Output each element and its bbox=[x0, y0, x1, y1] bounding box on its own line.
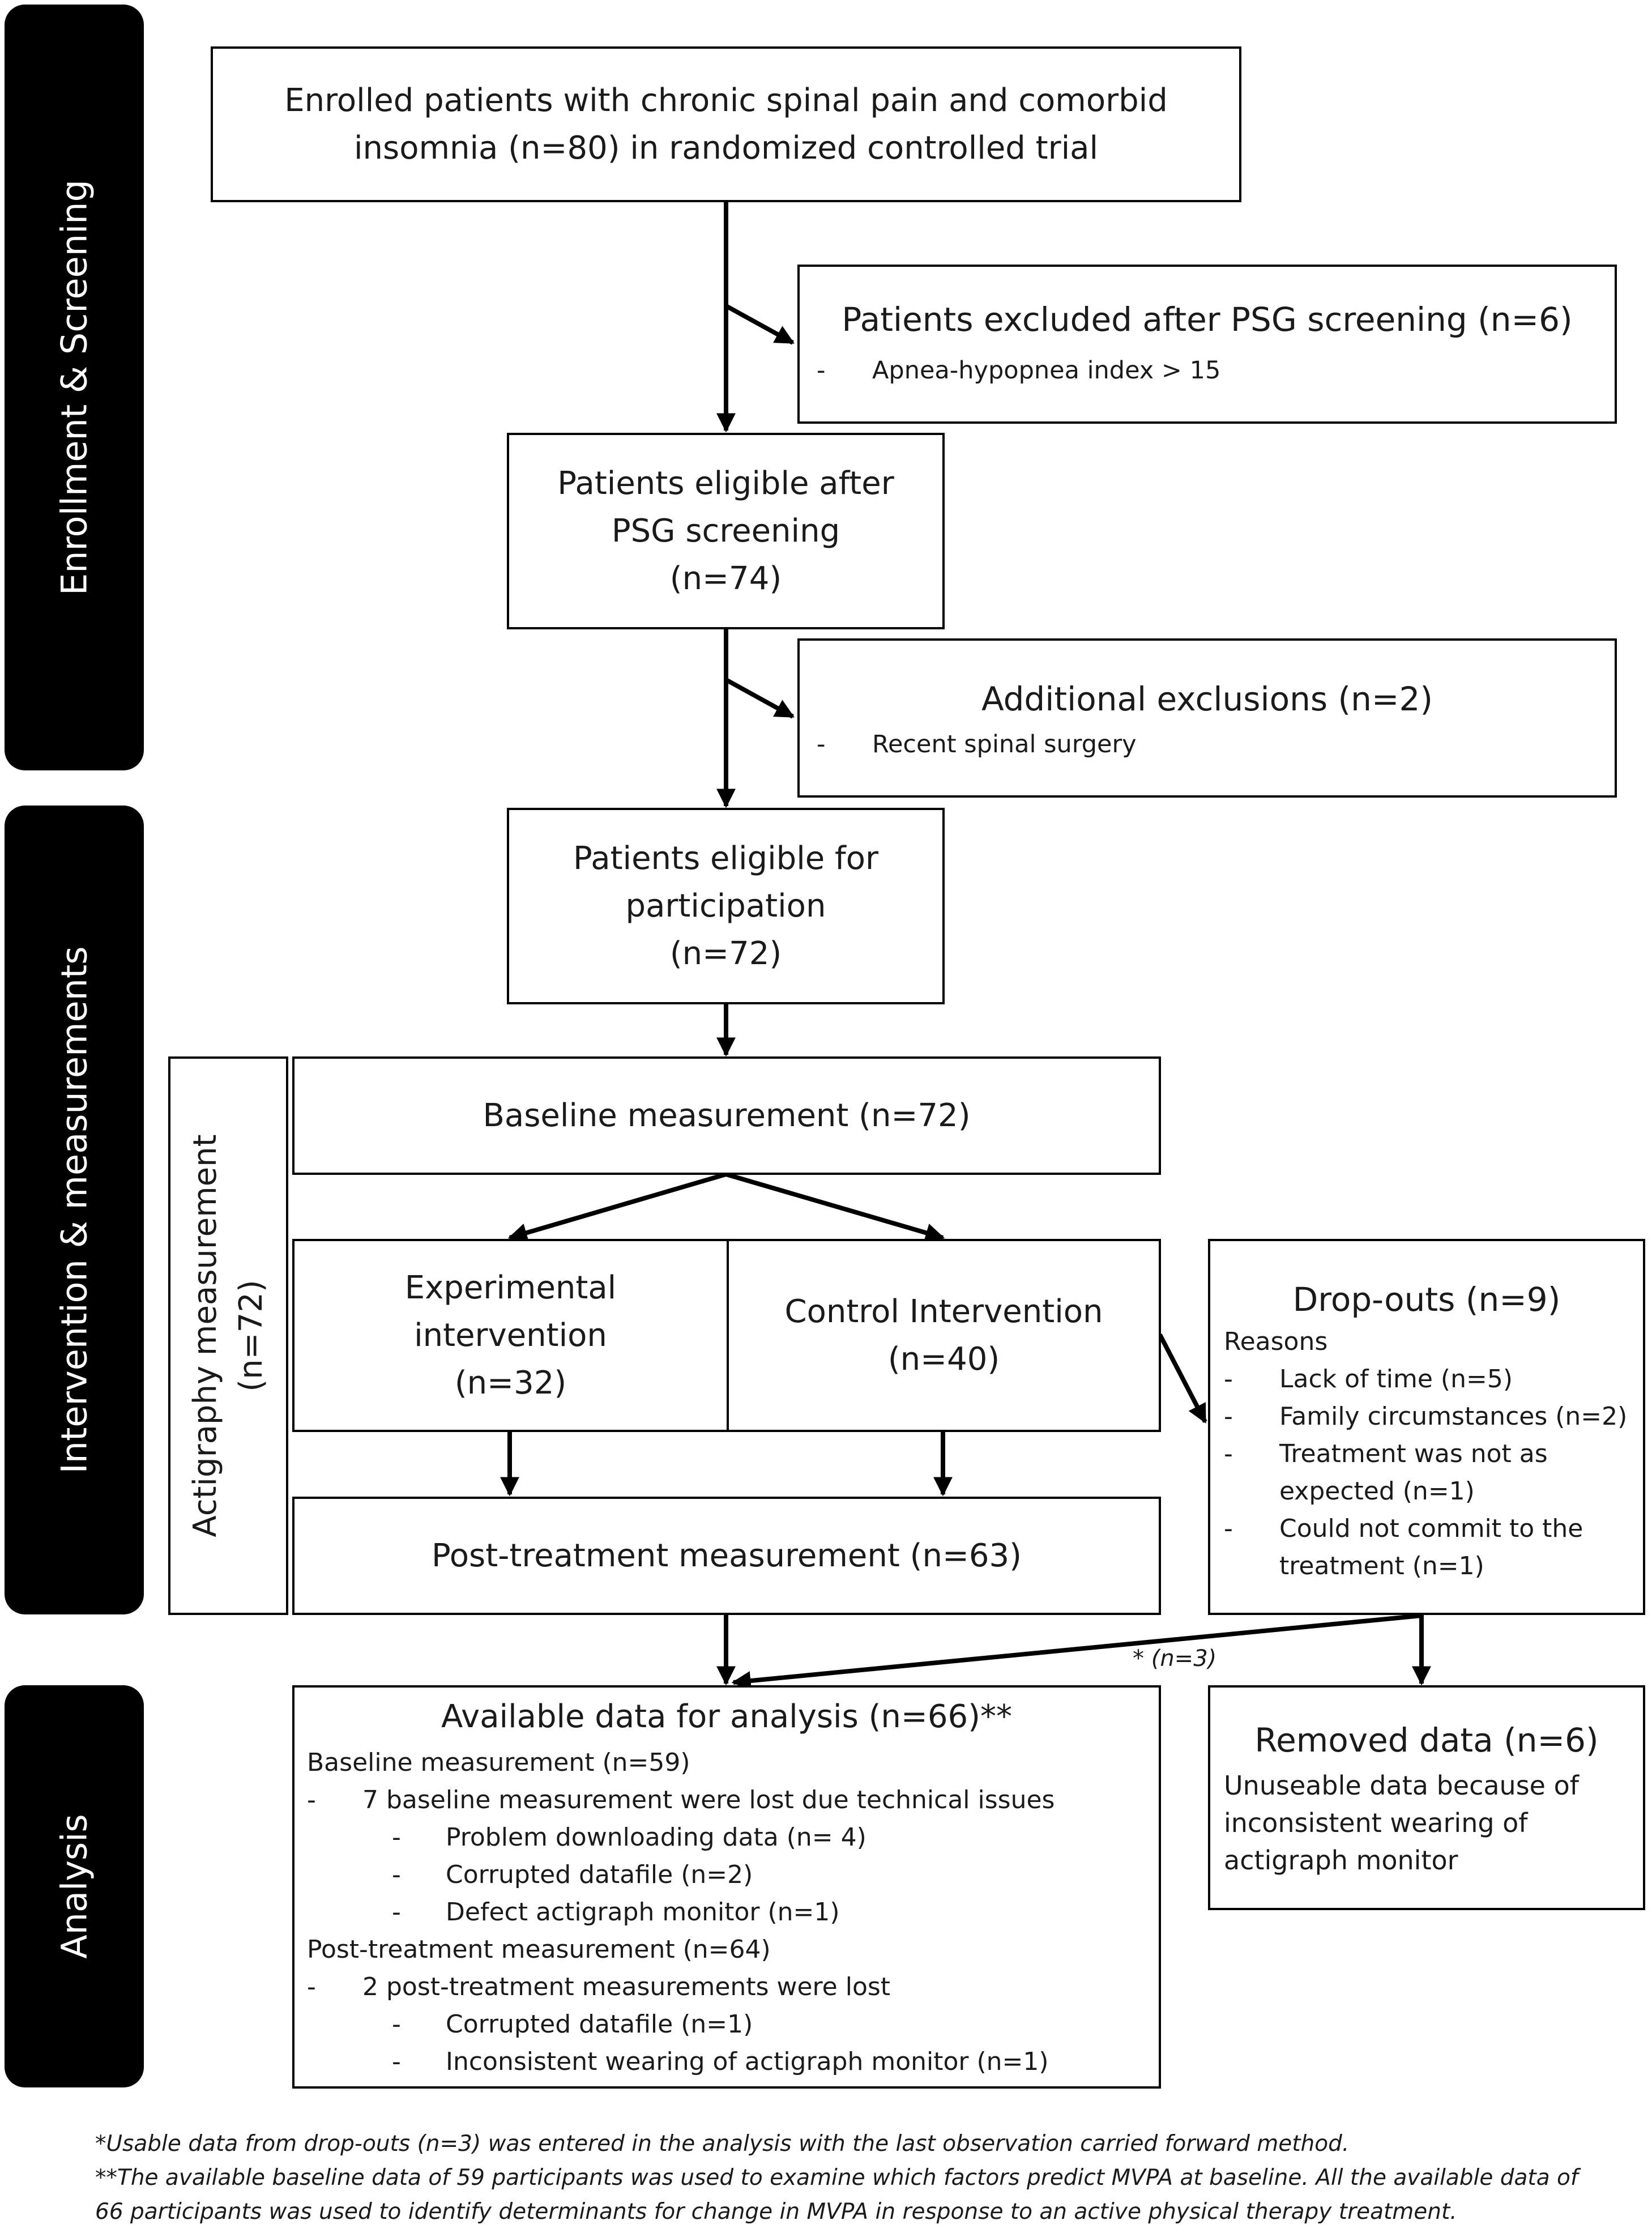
node-eligible-participation: Patients eligible for participation (n=7… bbox=[507, 808, 945, 1004]
dropout-reason: - Lack of time (n=5) bbox=[1224, 1361, 1637, 1398]
node-eligible-psg: Patients eligible after PSG screening (n… bbox=[507, 433, 945, 629]
node-enrolled: Enrolled patients with chronic spinal pa… bbox=[211, 46, 1241, 202]
node-dropouts-subtitle: Reasons bbox=[1224, 1327, 1328, 1356]
section-enrollment-screening: Enrollment & Screening bbox=[5, 5, 144, 770]
item-text: Apnea-hypopnea index > 15 bbox=[872, 356, 1221, 385]
node-actigraphy: Actigraphy measurement (n=72) bbox=[168, 1056, 288, 1615]
bullet-dash: - bbox=[1224, 1514, 1233, 1543]
node-available-title: Available data for analysis (n=66)** bbox=[441, 1698, 1012, 1735]
edge-label-dropouts-included: * (n=3) bbox=[1133, 1646, 1217, 1672]
baseline-header: Baseline measurement (n=59) bbox=[307, 1748, 690, 1777]
item-text: Treatment was not as expected (n=1) bbox=[1279, 1439, 1548, 1506]
baseline-subitem: - Defect actigraph monitor (n=1) bbox=[307, 1894, 1145, 1931]
bullet-dash: - bbox=[392, 2010, 401, 2039]
node-excluded: Patients excluded after PSG screening (n… bbox=[797, 265, 1617, 424]
post-subitem: - Corrupted datafile (n=1) bbox=[307, 2006, 1145, 2043]
post-subitem: - Inconsistent wearing of actigraph monit… bbox=[307, 2043, 1145, 2081]
item-text: Lack of time (n=5) bbox=[1279, 1365, 1513, 1394]
item-text: Recent spinal surgery bbox=[872, 730, 1137, 759]
node-control: Control Intervention (n=40) bbox=[727, 1239, 1161, 1432]
bullet-dash: - bbox=[392, 2047, 401, 2076]
node-removed-text: Unuseable data because of inconsistent w… bbox=[1224, 1770, 1579, 1876]
footnote-2: **The available baseline data of 59 part… bbox=[95, 2165, 1578, 2191]
section-intervention-measurements: Intervention & measurements bbox=[5, 806, 144, 1614]
bullet-dash: - bbox=[817, 356, 826, 385]
node-control-text: Control Intervention (n=40) bbox=[784, 1293, 1103, 1378]
bullet-dash: - bbox=[1224, 1402, 1233, 1431]
item-text: Problem downloading data (n= 4) bbox=[446, 1823, 866, 1852]
node-eligible-participation-text: Patients eligible for participation (n=7… bbox=[573, 840, 878, 972]
bullet-dash: - bbox=[1224, 1365, 1233, 1394]
item-text: Could not commit to the treatment (n=1) bbox=[1279, 1514, 1583, 1580]
node-dropouts: Drop-outs (n=9) Reasons - Lack of time (n… bbox=[1208, 1239, 1645, 1615]
node-experimental-text: Experimental intervention (n=32) bbox=[404, 1269, 617, 1401]
arrow-dropouts-to-available bbox=[731, 1613, 1422, 1690]
post-header: Post-treatment measurement (n=64) bbox=[307, 1935, 771, 1964]
node-actigraphy-text: Actigraphy measurement (n=72) bbox=[186, 1134, 270, 1537]
post-item: - 2 post-treatment measurements were lost bbox=[307, 1968, 1145, 2006]
node-additional-title: Additional exclusions (n=2) bbox=[981, 680, 1433, 718]
node-post-treatment: Post-treatment measurement (n=63) bbox=[292, 1497, 1161, 1615]
item-text: 2 post-treatment measurements were lost bbox=[362, 1972, 891, 2001]
arrow-to-excluded bbox=[725, 304, 795, 345]
dropout-reason: - Treatment was not as expected (n=1) bbox=[1224, 1435, 1637, 1510]
arrow-control-to-dropouts bbox=[1158, 1333, 1207, 1424]
item-text: Corrupted datafile (n=1) bbox=[446, 2010, 753, 2039]
node-available-data: Available data for analysis (n=66)** Bas… bbox=[292, 1685, 1161, 2089]
footnote-1: *Usable data from drop-outs (n=3) was en… bbox=[95, 2131, 1350, 2157]
node-baseline: Baseline measurement (n=72) bbox=[292, 1056, 1161, 1175]
bullet-dash: - bbox=[392, 1860, 401, 1889]
node-experimental: Experimental intervention (n=32) bbox=[292, 1239, 729, 1432]
item-text: Corrupted datafile (n=2) bbox=[446, 1860, 753, 1889]
section-analysis: Analysis bbox=[5, 1685, 144, 2087]
node-dropouts-title: Drop-outs (n=9) bbox=[1292, 1280, 1561, 1319]
bullet-dash: - bbox=[817, 730, 826, 759]
bullet-dash: - bbox=[392, 1823, 401, 1852]
item-text: Defect actigraph monitor (n=1) bbox=[446, 1898, 840, 1927]
bullet-dash: - bbox=[307, 1786, 316, 1814]
baseline-subitem: - Corrupted datafile (n=2) bbox=[307, 1856, 1145, 1894]
node-enrolled-text: Enrolled patients with chronic spinal pa… bbox=[284, 82, 1168, 167]
node-baseline-text: Baseline measurement (n=72) bbox=[483, 1097, 971, 1134]
item-text: Inconsistent wearing of actigraph monito… bbox=[446, 2047, 1049, 2076]
item-text: 7 baseline measurement were lost due tec… bbox=[362, 1786, 1055, 1814]
node-excluded-title: Patients excluded after PSG screening (n… bbox=[842, 300, 1573, 339]
dropout-reason: - Family circumstances (n=2) bbox=[1224, 1398, 1637, 1435]
arrow-baseline-to-experimental bbox=[507, 1172, 727, 1242]
baseline-subitem: - Problem downloading data (n= 4) bbox=[307, 1819, 1145, 1856]
node-available-body: Baseline measurement (n=59) - 7 baseline … bbox=[307, 1744, 1145, 2081]
node-post-treatment-text: Post-treatment measurement (n=63) bbox=[432, 1537, 1022, 1574]
node-excluded-item: - Apnea-hypopnea index > 15 bbox=[817, 352, 1220, 389]
node-eligible-psg-text: Patients eligible after PSG screening (n… bbox=[557, 465, 894, 597]
bullet-dash: - bbox=[307, 1972, 316, 2001]
node-additional-item: - Recent spinal surgery bbox=[817, 726, 1137, 763]
dropout-reason: - Could not commit to the treatment (n=1) bbox=[1224, 1510, 1637, 1585]
bullet-dash: - bbox=[392, 1898, 401, 1927]
item-text: Family circumstances (n=2) bbox=[1279, 1402, 1628, 1431]
arrow-baseline-to-control bbox=[725, 1172, 945, 1242]
node-removed-data: Removed data (n=6) Unuseable data becaus… bbox=[1208, 1685, 1645, 1910]
bullet-dash: - bbox=[1224, 1439, 1233, 1468]
node-dropouts-list: - Lack of time (n=5) - Family circumstance… bbox=[1224, 1361, 1637, 1585]
node-additional-exclusions: Additional exclusions (n=2) - Recent spi… bbox=[797, 638, 1617, 798]
footnote-3: 66 participants was used to identify det… bbox=[95, 2199, 1457, 2225]
arrow-to-additional bbox=[725, 678, 795, 719]
baseline-item: - 7 baseline measurement were lost due te… bbox=[307, 1782, 1145, 1819]
node-removed-title: Removed data (n=6) bbox=[1254, 1721, 1599, 1759]
